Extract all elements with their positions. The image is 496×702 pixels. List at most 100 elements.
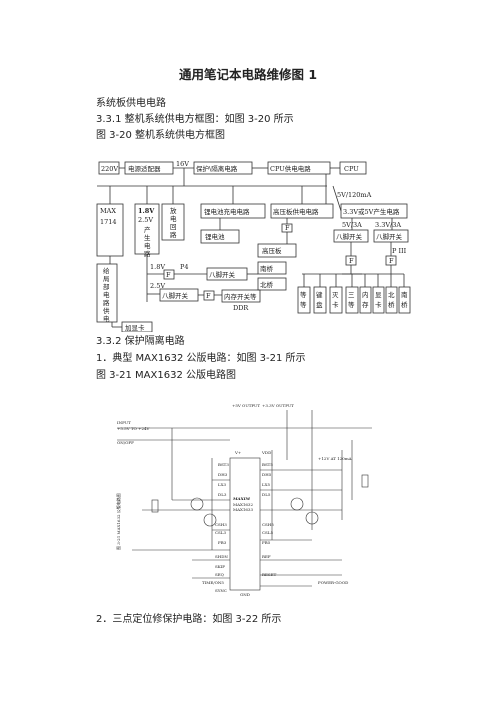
device-4-char-1: 三 <box>348 291 355 299</box>
v25-label: 2.5V <box>138 216 153 224</box>
figure-caption: 图 3-20 整机系统供电方框图 <box>96 130 226 141</box>
south-bridge-block: 南桥 <box>260 264 274 273</box>
pin-dh3: DH3 <box>218 472 228 477</box>
net-input: INPUT <box>117 420 131 425</box>
pin-seq: SEQ <box>215 572 225 577</box>
ac-input-label: 220V <box>101 165 118 173</box>
battery-block: 锂电池 <box>205 232 225 241</box>
net-input-range: +5.5V TO +24V <box>117 426 150 431</box>
gen-char-2: 生 <box>144 233 151 242</box>
protect-isolate-block: 保护\隔离电路 <box>196 164 238 173</box>
discharge-char-1: 放 <box>170 206 177 215</box>
subsection-heading: 3.3.2 保护隔离电路 <box>96 336 185 347</box>
schematic-side-caption: 图 3-21 MAX1632 公版电路图 <box>115 493 121 550</box>
gen-char-1: 产 <box>144 225 151 234</box>
fuse-label-2: F <box>389 257 394 265</box>
local-power-char-5: 路 <box>103 298 110 307</box>
pin-csl5: CSL5 <box>262 530 273 535</box>
device-2-char-2: 盘 <box>316 300 323 309</box>
spec-33v3a-label: 3.3V/3A <box>375 221 401 229</box>
max-block-label: MAX <box>100 207 116 215</box>
device-5-char-2: 存 <box>362 300 369 309</box>
gen-char-4: 路 <box>144 249 151 258</box>
memory-switch-block: 内存开关等 <box>224 292 257 301</box>
pin-vdd: VDD <box>261 450 271 455</box>
pin-fb5: FB5 <box>262 540 271 545</box>
device-6-char-1: 显 <box>375 291 382 299</box>
net-12v-output: +12V AT 120mA <box>318 456 352 461</box>
pin-fb3: FB3 <box>218 540 227 545</box>
net-power-good: POWER-GOOD <box>318 580 348 585</box>
max1632-schematic: MAXIM MAX1632 MAX1633 +5V OUTPUT +3.3V O… <box>115 403 372 597</box>
local-power-char-6: 供 <box>103 306 110 315</box>
item-text: 2．三点定位修保护电路：如图 3-22 所示 <box>96 614 282 625</box>
pin-dh5: DH5 <box>262 472 272 477</box>
fuse-label-1: F <box>349 257 354 265</box>
p4-label: P4 <box>180 263 189 271</box>
v18-branch-label: 1.8V <box>150 263 165 271</box>
device-8-char-1: 南 <box>401 290 408 299</box>
chip-brand: MAXIM <box>232 496 251 501</box>
graphics-card-block: 加显卡 <box>125 323 145 332</box>
p3-label: P III <box>392 247 407 255</box>
pin-lx3: LX3 <box>218 482 227 487</box>
device-7-char-2: 桥 <box>388 300 395 309</box>
hv-board-block: 高压板 <box>262 246 282 255</box>
device-1-char-1: 等 <box>300 290 307 299</box>
discharge-char-2: 电 <box>170 214 177 223</box>
eight-pin-switch-2: 八脚开关 <box>376 232 403 241</box>
document-title: 通用笔记本电路维修图 1 <box>178 67 318 82</box>
device-8-char-2: 桥 <box>401 300 408 309</box>
pin-bst3: BST3 <box>218 462 229 467</box>
pin-vplus: V+ <box>234 450 241 455</box>
adapter-block: 电源适配器 <box>128 164 161 173</box>
v33-5v-block: 3.3V或5V产生电路 <box>343 207 400 216</box>
v18-label: 1.8V <box>138 207 155 215</box>
device-3-char-2: 卡 <box>332 300 339 309</box>
section-heading: 系统板供电电路 <box>96 98 166 109</box>
discharge-char-3: 回 <box>170 223 177 231</box>
v25-branch-label: 2.5V <box>150 282 165 290</box>
dc-voltage-label: 16V <box>176 160 189 168</box>
pin-gnd: GND <box>240 592 250 597</box>
pin-shdn: SHDN <box>215 554 228 559</box>
device-3-char-1: 灭 <box>332 291 339 299</box>
pin-reset: RESET <box>262 572 277 577</box>
power-block-diagram: 220V 电源适配器 16V 保护\隔离电路 CPU供电电路 CPU 5V/12… <box>96 160 411 332</box>
subsection-text: 3.3.1 整机系统供电方框图：如图 3-20 所示 <box>96 114 294 125</box>
pin-csh5: CSH5 <box>262 522 274 527</box>
pin-dl5: DL5 <box>262 492 271 497</box>
pin-csh3: CSH3 <box>215 522 227 527</box>
device-1-char-2: 等 <box>300 300 307 309</box>
chip-model: MAX1632 <box>233 502 253 507</box>
device-6-char-2: 卡 <box>375 300 382 309</box>
fuse-label-hv: F <box>285 224 290 232</box>
pin-ref: REF <box>262 554 271 559</box>
pin-csl3: CSL3 <box>215 530 226 535</box>
hv-board-power-block: 高压板供电电路 <box>273 207 319 216</box>
cpu-power-block: CPU供电电路 <box>270 164 311 173</box>
spec-5v-label: 5V/120mA <box>337 191 372 199</box>
local-power-char-2: 局 <box>103 275 110 283</box>
discharge-char-4: 路 <box>170 230 177 239</box>
pin-skip: SKIP <box>215 564 225 569</box>
local-power-char-1: 给 <box>103 266 110 275</box>
device-2-char-1: 键 <box>316 290 323 299</box>
pin-bst5: BST5 <box>262 462 273 467</box>
net-on-off: ON/OFF <box>117 440 134 445</box>
chip-model-alt: MAX1633 <box>233 507 253 512</box>
north-bridge-block: 北桥 <box>260 280 274 289</box>
fuse-label-3: F <box>166 271 171 279</box>
item-text: 1．典型 MAX1632 公版电路：如图 3-21 所示 <box>96 353 306 364</box>
device-5-char-1: 内 <box>362 290 369 299</box>
net-33v-output: +3.3V OUTPUT <box>262 403 294 408</box>
local-power-char-4: 电 <box>103 290 110 299</box>
spec-5v3a-label: 5V/3A <box>342 221 362 229</box>
local-power-char-3: 部 <box>103 282 110 291</box>
fuse-label-4: F <box>206 292 211 300</box>
local-power-char-7: 电 <box>103 314 110 323</box>
pin-dl3: DL3 <box>218 492 227 497</box>
pin-lx5: LX5 <box>262 482 271 487</box>
figure-caption: 图 3-21 MAX1632 公版电路图 <box>96 370 236 381</box>
